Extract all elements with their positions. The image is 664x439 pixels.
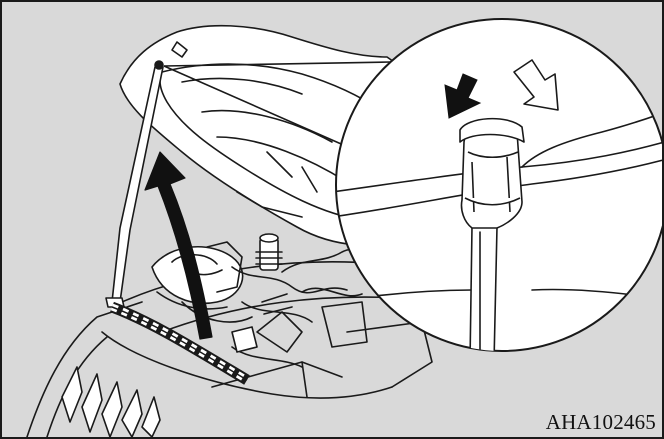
grille — [62, 367, 160, 437]
lift-direction-arrow-icon — [145, 152, 212, 339]
hood-seal-strip — [112, 307, 247, 380]
figure-code-label: AHA102465 — [546, 410, 656, 435]
prop-rod-tip — [460, 119, 524, 228]
magnified-detail-callout — [332, 19, 662, 362]
